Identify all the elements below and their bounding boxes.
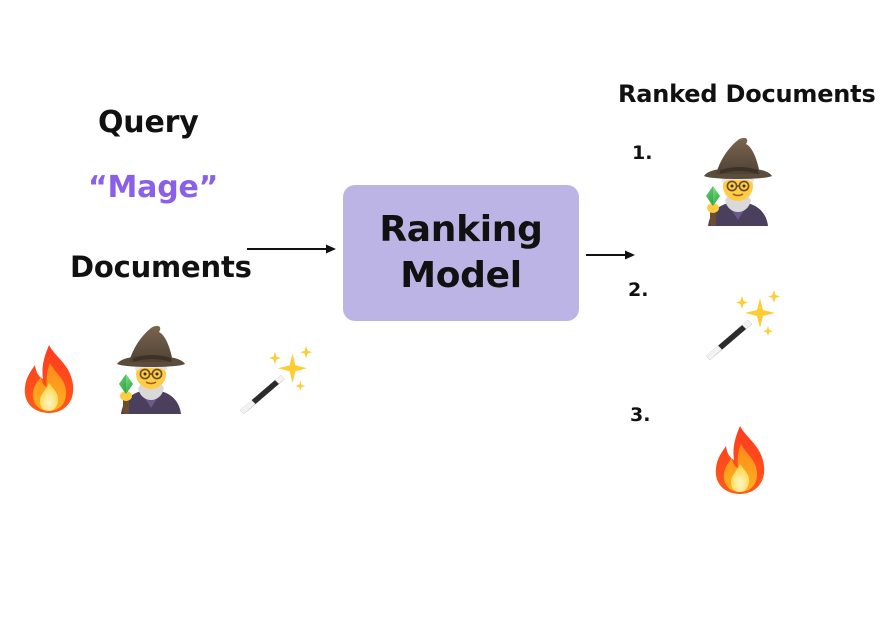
- query-text: “Mage”: [88, 170, 219, 205]
- documents-label: Documents: [70, 250, 252, 284]
- rank-number: 2.: [628, 279, 649, 301]
- fire-icon: [709, 424, 771, 496]
- magic-wand-icon: [232, 345, 314, 415]
- rank-number: 1.: [632, 142, 653, 164]
- magic-wand-icon: [698, 290, 782, 360]
- mage-icon: [110, 322, 192, 414]
- rank-number: 3.: [630, 404, 651, 426]
- query-label: Query: [98, 105, 199, 140]
- output-arrow: [586, 250, 635, 260]
- input-arrow: [247, 244, 336, 254]
- ranking-model-label: Ranking Model: [379, 209, 543, 296]
- fire-icon: [18, 343, 80, 415]
- ranked-documents-title: Ranked Documents: [618, 80, 876, 108]
- ranking-model-box: Ranking Model: [343, 185, 579, 321]
- mage-icon: [698, 134, 778, 226]
